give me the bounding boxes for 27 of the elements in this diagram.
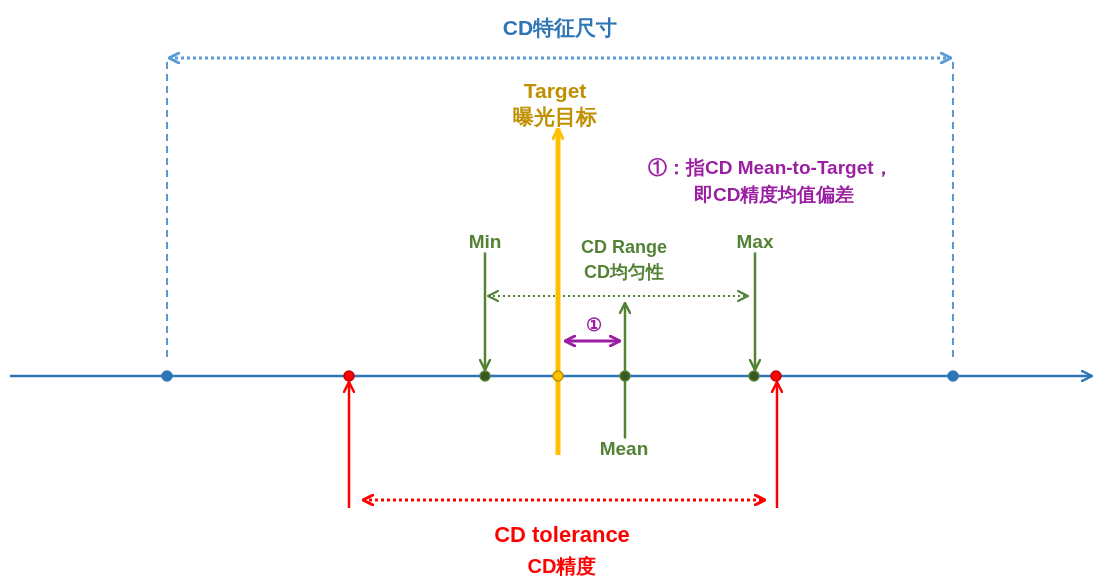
arrow bbox=[551, 127, 565, 455]
dot bbox=[552, 370, 564, 382]
arrow bbox=[478, 252, 492, 372]
dimension-label: CD tolerance bbox=[494, 522, 630, 548]
dot bbox=[343, 370, 355, 382]
dimension-label: CD Range bbox=[581, 238, 667, 258]
callout-number: ① bbox=[586, 316, 602, 336]
point-label: Min bbox=[468, 231, 502, 253]
dimension-label: CD均匀性 bbox=[584, 263, 664, 283]
dimension-label: CD精度 bbox=[527, 555, 597, 577]
point-label: Mean bbox=[599, 438, 649, 460]
note-text: ①：指CD Mean-to-Target， bbox=[648, 157, 893, 179]
dot bbox=[619, 370, 631, 382]
point-label: Target bbox=[522, 79, 588, 103]
arrow bbox=[748, 252, 762, 372]
point-label: Max bbox=[736, 231, 774, 253]
dot bbox=[161, 370, 173, 382]
point-label-translation: 曝光目标 bbox=[513, 105, 597, 129]
arrow bbox=[618, 301, 632, 439]
dot bbox=[770, 370, 782, 382]
dimension-label: CD特征尺寸 bbox=[502, 16, 618, 40]
note-text: 即CD精度均值偏差 bbox=[694, 184, 855, 206]
arrow bbox=[770, 380, 784, 508]
arrow bbox=[342, 380, 356, 508]
dot bbox=[479, 370, 491, 382]
dot bbox=[947, 370, 959, 382]
dot bbox=[748, 370, 760, 382]
